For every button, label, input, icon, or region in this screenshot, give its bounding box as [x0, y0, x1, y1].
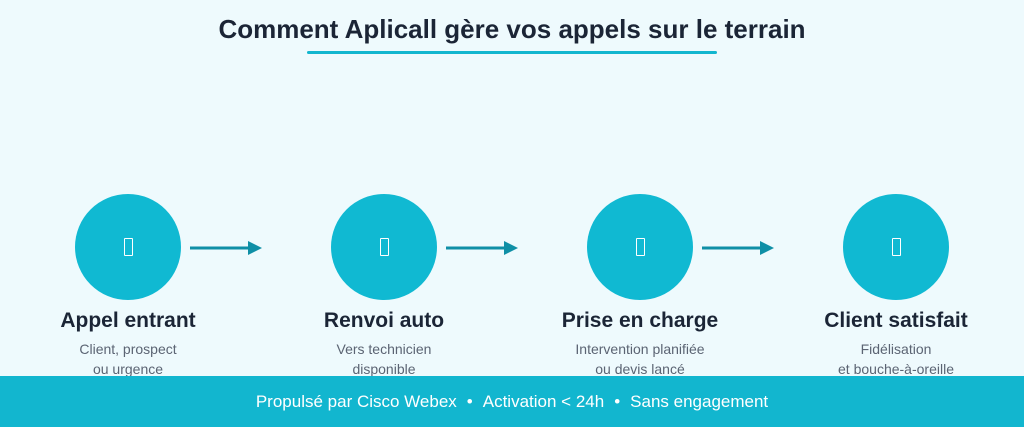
step-circle	[587, 194, 693, 300]
footer-item-commitment: Sans engagement	[630, 391, 769, 411]
step-label: Prise en charge	[561, 309, 719, 332]
step-description: Client, prospect ou urgence	[79, 339, 176, 379]
step-appel-entrant: Appel entrant Client, prospect ou urgenc…	[28, 194, 228, 379]
step-desc-line: Vers technicien	[336, 341, 432, 357]
step-circle	[75, 194, 181, 300]
step-desc-line: Intervention planifiée	[575, 341, 705, 357]
footer-item-provider: Propulsé par Cisco Webex	[255, 391, 457, 411]
tools-icon	[635, 238, 645, 256]
step-circle	[331, 194, 437, 300]
step-label: Client satisfait	[824, 309, 968, 332]
step-desc-line: ou devis lancé	[595, 361, 685, 377]
step-label: Appel entrant	[60, 309, 196, 332]
step-desc-line: et bouche-à-oreille	[838, 361, 954, 377]
footer-banner: Propulsé par Cisco Webex • Activation < …	[0, 376, 1024, 427]
smile-icon	[891, 238, 901, 256]
step-renvoi-auto: Renvoi auto Vers technicien disponible	[284, 194, 484, 379]
forward-icon	[379, 238, 389, 256]
footer-separator: •	[466, 391, 473, 411]
step-description: Vers technicien disponible	[337, 339, 432, 379]
step-desc-line: disponible	[352, 361, 416, 377]
step-circle	[843, 194, 949, 300]
step-client-satisfait: Client satisfait Fidélisation et bouche-…	[796, 194, 996, 379]
step-desc-line: ou urgence	[92, 361, 164, 377]
arrow-right-icon	[446, 241, 518, 255]
phone-icon	[123, 238, 133, 256]
arrow-right-icon	[190, 241, 262, 255]
step-label: Renvoi auto	[323, 309, 445, 332]
step-description: Fidélisation et bouche-à-oreille	[838, 339, 954, 379]
step-desc-line: Fidélisation	[860, 341, 932, 357]
step-prise-en-charge: Prise en charge Intervention planifiée o…	[540, 194, 740, 379]
step-desc-line: Client, prospect	[79, 341, 177, 357]
diagram-title: Comment Aplicall gère vos appels sur le …	[218, 14, 806, 44]
footer-item-activation: Activation < 24h	[482, 391, 605, 411]
footer-separator: •	[614, 391, 621, 411]
arrow-right-icon	[702, 241, 774, 255]
step-description: Intervention planifiée ou devis lancé	[575, 339, 704, 379]
title-underline	[307, 51, 717, 54]
